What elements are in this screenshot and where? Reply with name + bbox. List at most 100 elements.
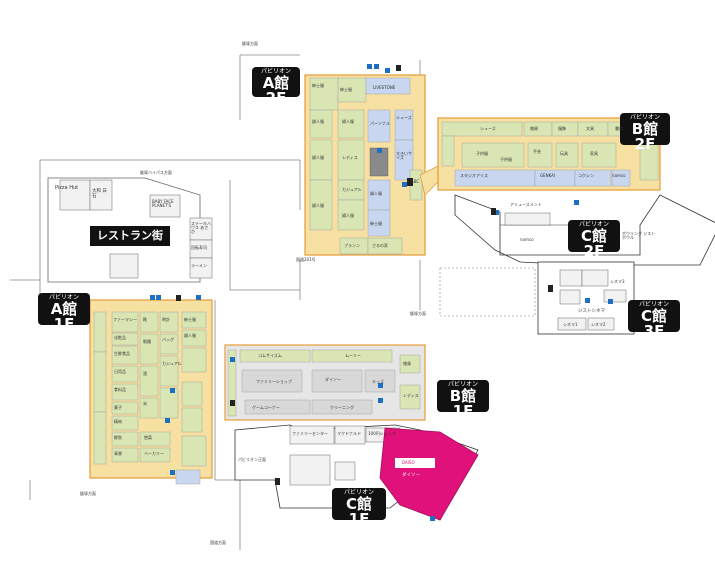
badge-b2f-floor: B館 2F <box>631 120 659 153</box>
badge-c1f-floor: C館 1F <box>345 495 372 528</box>
b1f-floor <box>224 344 426 421</box>
b1f-shop-1: コムサイズム <box>258 353 282 358</box>
a1f-shop-3: 靴 <box>143 317 147 322</box>
parking-area <box>439 267 536 317</box>
badge-a1f-category: パビリオン <box>48 294 79 301</box>
badge-c1f-category: パビリオン <box>343 489 374 496</box>
b2f-shop-10: 家具 <box>590 151 598 156</box>
a2f-shop-1: 紳士服 <box>312 83 324 88</box>
b1f-shop-2: ムーミー <box>345 353 361 358</box>
a2f-shop-9: カジュアル <box>342 187 362 192</box>
b1f-shop-3: ファミリーショップ <box>256 379 292 384</box>
c1f-shop-6: 100円ショップ <box>368 431 396 436</box>
b2f-shop-4: 文具 <box>586 126 594 131</box>
a2f-shop-16: さるの家 <box>372 243 388 248</box>
badge-c2f-category: パビリオン <box>578 221 609 228</box>
c1f-shop-4: ファミリーセンター <box>292 431 328 436</box>
b2f-shop-6: 子供服 <box>476 151 488 156</box>
street-label-3: 国道201号 <box>296 257 316 262</box>
badge-b1f: パビリオン B館 1F <box>437 380 489 419</box>
badge-c1f: パビリオン C館 1F <box>332 488 386 527</box>
a1f-shop-9: バッグ <box>162 337 174 342</box>
a1f-shop-20: 米 <box>143 401 147 406</box>
b2f-shop-8: 子供服 <box>500 157 512 162</box>
street-label-4: 飯塚方面 <box>410 311 426 316</box>
badge-b1f-floor: B館 1F <box>449 387 477 420</box>
a2f-shop-18: ABC <box>411 179 420 184</box>
escalator-icons <box>176 65 553 485</box>
a2f-shop-12: 婦人服 <box>370 191 382 196</box>
b1f-shop-5: ダイソー <box>325 377 341 382</box>
b2f-shop-3: 服飾 <box>558 126 566 131</box>
badge-a2f-category: パビリオン <box>260 68 291 75</box>
a2f-shop-5: 婦人服 <box>342 119 354 124</box>
service-icons <box>150 64 613 521</box>
badge-b2f-category: パビリオン <box>629 114 660 121</box>
restaurant-street-label: レストラン街 <box>90 226 170 246</box>
badge-c3f-floor: C館 3F <box>640 307 667 340</box>
a2f-shop-2: LIVESTONE <box>373 85 396 90</box>
street-label-6: 国道方面 <box>210 540 226 545</box>
daiso-store <box>379 427 479 521</box>
c2f-floor <box>454 194 715 266</box>
a2f-shop-7: レディス <box>342 155 358 160</box>
badge-a2f: パビリオン A館 2F <box>252 67 300 106</box>
a2f-shop-17: シューズ <box>396 115 412 120</box>
c2f-shop-1: アミューズメント <box>510 202 542 207</box>
b2f-shop-7: 手芸 <box>533 149 541 154</box>
c3f-shop-4: シネマ3 <box>610 279 625 284</box>
street-label-5: 飯塚方面 <box>80 491 96 496</box>
c1f-shop-3: パビリオン正面 <box>238 457 266 462</box>
badge-b1f-category: パビリオン <box>447 381 478 388</box>
a1f-shop-17: 惣菜 <box>144 435 152 440</box>
a2f-shop-14: 大きいサイズ <box>396 151 412 160</box>
a1f-shop-6: 眼鏡 <box>143 339 151 344</box>
a1f-shop-5: 日用品 <box>114 369 126 374</box>
a2f-shop-3: 紳士服 <box>340 87 352 92</box>
a2f-shop-8: 婦人服 <box>312 203 324 208</box>
street-label-2: 飯塚方面 <box>242 41 258 46</box>
b2f-shop-1: シューズ <box>480 126 496 131</box>
a2f-shop-13: 紳士服 <box>370 221 382 226</box>
b1f-shop-8: 雑貨 <box>403 361 411 366</box>
c1f-shop-5: マクドナルド <box>337 431 361 436</box>
b2f-shop-12: GENKAI <box>540 173 556 178</box>
a1f-shop-11: 紳士服 <box>184 317 196 322</box>
a1f-shop-16: 青果 <box>114 451 122 456</box>
a2f-shop-10: 婦人服 <box>342 213 354 218</box>
b2f-shop-11: スタジオアリス <box>460 173 488 178</box>
rest-shop-daiwa: 大和 日石 <box>92 189 107 199</box>
rest-shop-pizza: Pizza Hut <box>55 185 79 191</box>
rest-shop-sushi: 回転寿司 <box>191 245 207 250</box>
a1f-shop-15: 鮮魚 <box>114 435 122 440</box>
badge-b2f: パビリオン B館 2F <box>620 113 670 152</box>
badge-a2f-floor: A館 2F <box>262 74 290 107</box>
a2f-shop-6: 婦人服 <box>312 155 324 160</box>
a2f-shop-11: パーソナル <box>370 121 390 126</box>
rest-shop-babyface: BABY FACE PLANET'S <box>152 199 174 208</box>
badge-c3f: パビリオン C館 3F <box>628 300 680 339</box>
badge-c3f-category: パビリオン <box>638 301 669 308</box>
a2f-shop-15: ブランン <box>344 243 360 248</box>
a1f-shop-4: 生鮮食品 <box>114 351 130 356</box>
badge-c2f: パビリオン C館 2F <box>568 220 620 259</box>
a1f-shop-1: ファーマシー <box>113 317 137 322</box>
b2f-shop-2: 雑貨 <box>530 126 538 131</box>
badge-c2f-floor: C館 2F <box>580 227 607 260</box>
c3f-shop-1: ジストシネマ <box>578 309 605 314</box>
rest-shop-ramen: ラーメン <box>191 263 207 268</box>
a1f-shop-8: 食料品 <box>114 387 126 392</box>
b1f-shop-6: クリーニング <box>330 405 354 410</box>
a2f-shop-4: 婦人服 <box>312 119 324 124</box>
a1f-shop-18: ベーカリー <box>144 451 164 456</box>
b2f-shop-14: namco <box>612 173 626 178</box>
c1f-shop-1: ダイソー <box>402 473 420 478</box>
b2f-shop-5: 書店 <box>615 126 623 131</box>
a1f-shop-7: 時計 <box>162 317 170 322</box>
street-label-1: 飯塚バイパス方面 <box>140 170 172 175</box>
c2f-shop-2: namco <box>520 237 534 242</box>
c1f-shop-2: DAISO <box>402 460 415 465</box>
a1f-shop-19: 酒 <box>143 371 147 376</box>
